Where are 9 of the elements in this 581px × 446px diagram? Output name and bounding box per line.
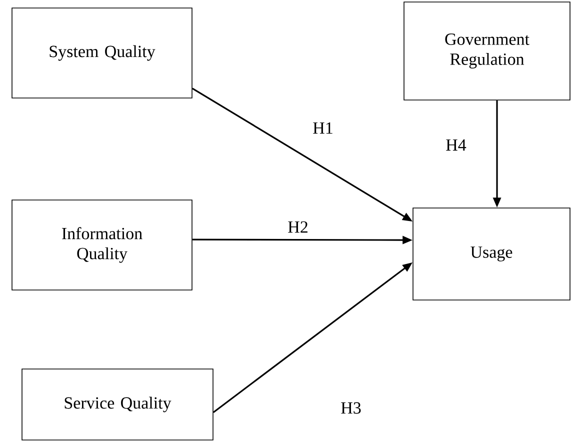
concept-box: Information Quality <box>12 200 192 290</box>
edge-label: H4 <box>444 138 468 152</box>
concept-box: Service Quality <box>22 368 214 440</box>
concept-box: System Quality <box>12 8 192 98</box>
edge-label: H2 <box>286 220 310 234</box>
edge-label: H3 <box>340 401 362 415</box>
edge-label: H1 <box>312 121 334 135</box>
concept-box: Government Regulation <box>404 2 570 100</box>
concept-box: Usage <box>412 208 570 300</box>
